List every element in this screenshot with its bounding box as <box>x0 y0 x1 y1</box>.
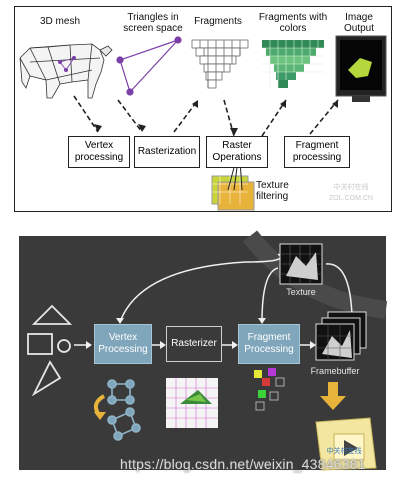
texture-label: Texture <box>286 287 316 297</box>
rasterizer-block: Rasterizer <box>166 326 222 362</box>
output-arrow-down <box>320 382 346 410</box>
primitive-shapes <box>27 304 73 397</box>
cow-mesh-image <box>19 43 113 99</box>
output-display-box <box>315 417 377 471</box>
screen-triangle <box>116 36 182 96</box>
fragment-squares <box>254 368 285 411</box>
vertex-processing-box: Vertex processing <box>68 136 130 168</box>
label-texture-filtering: Texture filtering <box>256 180 289 202</box>
label-3d-mesh: 3D mesh <box>39 16 80 27</box>
vertex-processing-block: Vertex Processing <box>94 324 152 364</box>
fragment-processing-block: Fragment Processing <box>238 324 300 364</box>
zol-logo-top: 中关村在线 ZOL.COM.CN <box>329 184 373 202</box>
rasterization-box: Rasterization <box>134 136 200 168</box>
label-triangles: Triangles in screen space <box>123 12 183 34</box>
label-fragments: Fragments <box>194 16 242 27</box>
vertex-graph <box>107 379 141 441</box>
fragment-processing-box: Fragment processing <box>284 136 350 168</box>
zol-logo-bottom: 中关村在线 <box>326 448 362 455</box>
label-image-output: Image Output <box>343 12 375 34</box>
raster-operations-box: Raster Operations <box>206 136 268 168</box>
image-output-monitor <box>335 35 387 102</box>
label-fragments-colors: Fragments with colors <box>258 12 328 34</box>
raster-grid <box>166 378 218 428</box>
colored-fragments <box>262 40 324 88</box>
texture-image <box>279 243 323 285</box>
framebuffer-stack <box>315 311 367 361</box>
fragment-grid <box>191 39 249 89</box>
texture-filtering-stack <box>211 159 255 211</box>
framebuffer-label: Framebuffer <box>310 366 360 376</box>
blog-watermark: https://blog.csdn.net/weixin_43846381 <box>120 456 366 472</box>
